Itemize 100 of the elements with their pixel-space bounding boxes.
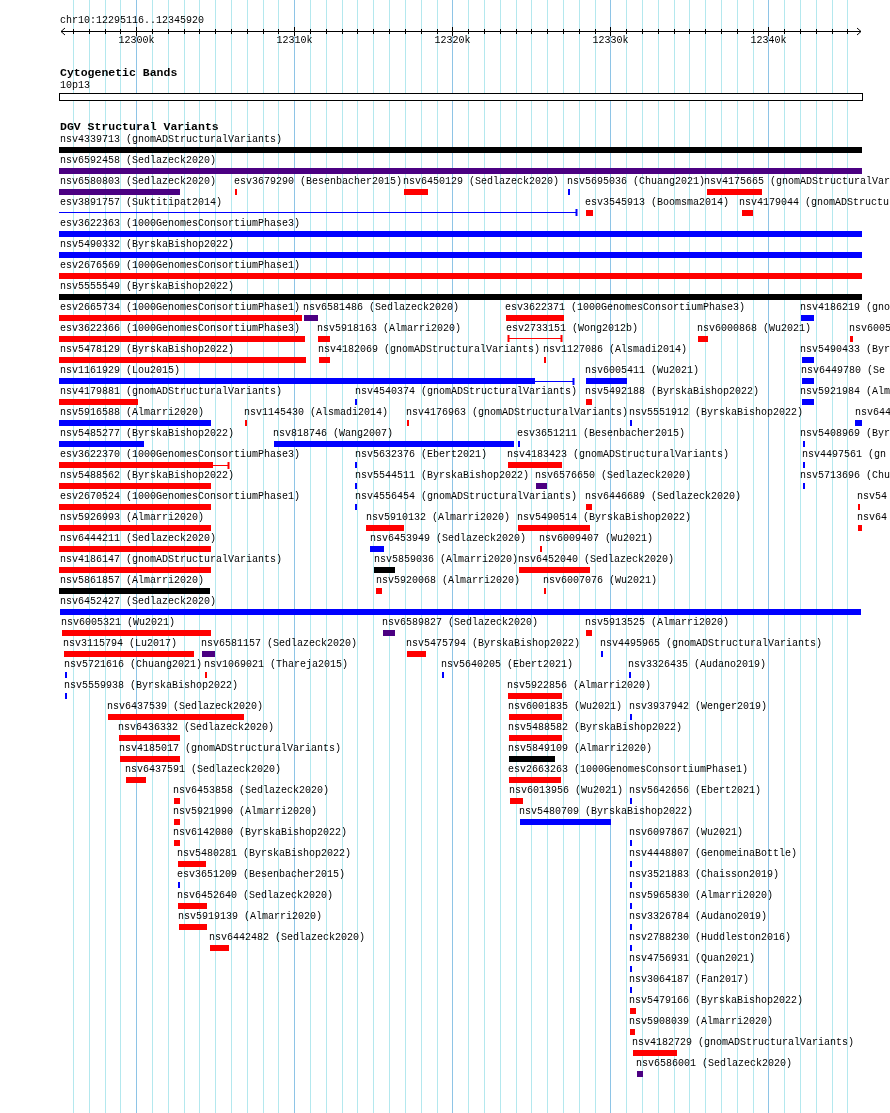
variant-label: nsv6007076 (Wu2021) bbox=[543, 575, 658, 586]
variant-label: nsv6452640 (Sedlazeck2020) bbox=[177, 890, 334, 901]
tick-label: 12320k bbox=[434, 35, 471, 46]
variant-label: nsv5642656 (Ebert2021) bbox=[629, 785, 762, 796]
variant-label: nsv5713696 (Chu bbox=[800, 470, 890, 481]
variant-label: nsv5921990 (Almarri2020) bbox=[173, 806, 318, 817]
variant-label: nsv6009407 (Wu2021) bbox=[539, 533, 654, 544]
variant-label: nsv6450129 (Sedlazeck2020) bbox=[403, 176, 560, 187]
variant-label: esv2663263 (1000GenomesConsortiumPhase1) bbox=[508, 764, 749, 775]
variant-label: nsv3521883 (Chaisson2019) bbox=[629, 869, 780, 880]
variant-label: nsv5849109 (Almarri2020) bbox=[508, 743, 653, 754]
variant-label: esv3679290 (Besenbacher2015) bbox=[234, 176, 403, 187]
variant-label: nsv5478129 (ByrskaBishop2022) bbox=[60, 344, 235, 355]
variant-label: nsv6437539 (Sedlazeck2020) bbox=[107, 701, 264, 712]
variant-label: esv3545913 (Boomsma2014) bbox=[585, 197, 730, 208]
variant-label: nsv4185017 (gnomADStructuralVariants) bbox=[119, 743, 342, 754]
variant-label: nsv5490332 (ByrskaBishop2022) bbox=[60, 239, 235, 250]
variant-label: esv2733151 (Wong2012b) bbox=[506, 323, 639, 334]
variant-label: nsv6589827 (Sedlazeck2020) bbox=[382, 617, 539, 628]
variant-label: nsv3937942 (Wenger2019) bbox=[629, 701, 768, 712]
variant-label: nsv3064187 (Fan2017) bbox=[629, 974, 750, 985]
variant-label: nsv5859036 (Almarri2020) bbox=[374, 554, 519, 565]
variant-label: nsv6576650 (Sedlazeck2020) bbox=[535, 470, 692, 481]
variant-label: nsv6436332 (Sedlazeck2020) bbox=[118, 722, 275, 733]
variant-label: nsv4176963 (gnomADStructuralVariants) bbox=[406, 407, 629, 418]
variant-label: esv3651211 (Besenbacher2015) bbox=[517, 428, 686, 439]
variant-label: nsv6581157 (Sedlazeck2020) bbox=[201, 638, 358, 649]
variant-label: nsv5632376 (Ebert2021) bbox=[355, 449, 488, 460]
variant-label: nsv6446689 (Sedlazeck2020) bbox=[585, 491, 742, 502]
variant-label: nsv5480709 (ByrskaBishop2022) bbox=[519, 806, 694, 817]
variant-label: esv2665734 (1000GenomesConsortiumPhase1) bbox=[60, 302, 301, 313]
variant-label: esv3622370 (1000GenomesConsortiumPhase3) bbox=[60, 449, 301, 460]
variant-label: nsv6586001 (Sedlazeck2020) bbox=[636, 1058, 793, 1069]
variant-label: nsv6452427 (Sedlazeck2020) bbox=[60, 596, 217, 607]
variant-label: nsv5861857 (Almarri2020) bbox=[60, 575, 205, 586]
variant-label: nsv4339713 (gnomADStructuralVariants) bbox=[60, 134, 283, 145]
variant-label: nsv6000868 (Wu2021) bbox=[697, 323, 812, 334]
variant-label: nsv4495965 (gnomADStructuralVariants) bbox=[600, 638, 823, 649]
variant-label: nsv5408969 (Byr bbox=[800, 428, 890, 439]
variant-label: nsv5922856 (Almarri2020) bbox=[507, 680, 652, 691]
variant-label: nsv54 bbox=[857, 491, 887, 502]
tick-label: 12310k bbox=[276, 35, 313, 46]
variant-label: nsv4756931 (Quan2021) bbox=[629, 953, 756, 964]
track-title: Cytogenetic Bands bbox=[60, 67, 178, 79]
variant-label: esv2670524 (1000GenomesConsortiumPhase1) bbox=[60, 491, 301, 502]
variant-label: nsv1069021 (Thareja2015) bbox=[204, 659, 349, 670]
variant-label: nsv3326435 (Audano2019) bbox=[628, 659, 767, 670]
variant-label: nsv4186219 (gno bbox=[800, 302, 890, 313]
variant-label: nsv4556454 (gnomADStructuralVariants) bbox=[355, 491, 578, 502]
variant-label: nsv5918163 (Almarri2020) bbox=[317, 323, 462, 334]
variant-label: esv3622371 (1000GenomesConsortiumPhase3) bbox=[505, 302, 746, 313]
variant-label: nsv4182729 (gnomADStructuralVariants) bbox=[632, 1037, 855, 1048]
variant-label: nsv5926993 (Almarri2020) bbox=[60, 512, 205, 523]
variant-label: nsv5910132 (Almarri2020) bbox=[366, 512, 511, 523]
variant-label: nsv5908039 (Almarri2020) bbox=[629, 1016, 774, 1027]
variant-label: nsv5965830 (Almarri2020) bbox=[629, 890, 774, 901]
variant-label: nsv4179881 (gnomADStructuralVariants) bbox=[60, 386, 283, 397]
variant-label: nsv6581486 (Sedlazeck2020) bbox=[303, 302, 460, 313]
variant-label: nsv5559938 (ByrskaBishop2022) bbox=[64, 680, 239, 691]
variant-label: nsv4179044 (gnomADStructu bbox=[739, 197, 890, 208]
tick-label: 12300k bbox=[118, 35, 155, 46]
variant-label: nsv4448807 (GenomeinaBottle) bbox=[629, 848, 798, 859]
variant-label: nsv1127086 (Alsmadi2014) bbox=[543, 344, 688, 355]
variant-label: nsv5551912 (ByrskaBishop2022) bbox=[629, 407, 804, 418]
variant-label: esv3891757 (Suktitipat2014) bbox=[60, 197, 223, 208]
variant-label: nsv6452040 (Sedlazeck2020) bbox=[518, 554, 675, 565]
variant-label: nsv6444211 (Sedlazeck2020) bbox=[60, 533, 217, 544]
variant-label: nsv5490514 (ByrskaBishop2022) bbox=[517, 512, 692, 523]
variant-label: nsv4540374 (gnomADStructuralVariants) bbox=[355, 386, 578, 397]
band-label: 10p13 bbox=[60, 80, 90, 91]
variant-label: nsv818746 (Wang2007) bbox=[273, 428, 394, 439]
variant-label: nsv2788230 (Huddleston2016) bbox=[629, 932, 792, 943]
variant-label: nsv4175665 (gnomADStructuralVar bbox=[704, 176, 890, 187]
variant-label: nsv6005 bbox=[849, 323, 890, 334]
variant-label: nsv5695036 (Chuang2021) bbox=[567, 176, 706, 187]
variant-label: nsv1161929 (Lou2015) bbox=[60, 365, 181, 376]
variant-label: nsv5490433 (Byr bbox=[800, 344, 890, 355]
variant-label: nsv4182069 (gnomADStructuralVariants) bbox=[318, 344, 541, 355]
variant-label: nsv4183423 (gnomADStructuralVariants) bbox=[507, 449, 730, 460]
variant-label: esv3651209 (Besenbacher2015) bbox=[177, 869, 346, 880]
variant-label: nsv5721616 (Chuang2021) bbox=[64, 659, 203, 670]
variant-label: nsv6453858 (Sedlazeck2020) bbox=[173, 785, 330, 796]
variant-label: nsv6437591 (Sedlazeck2020) bbox=[125, 764, 282, 775]
variant-label: nsv64 bbox=[857, 512, 887, 523]
variant-label: nsv5913525 (Almarri2020) bbox=[585, 617, 730, 628]
variant-label: esv2676569 (1000GenomesConsortiumPhase1) bbox=[60, 260, 301, 271]
variant-label: nsv5544511 (ByrskaBishop2022) bbox=[355, 470, 530, 481]
tick-label: 12330k bbox=[592, 35, 629, 46]
variant-label: nsv6001835 (Wu2021) bbox=[508, 701, 623, 712]
variant-label: nsv6442482 (Sedlazeck2020) bbox=[209, 932, 366, 943]
variant-label: nsv6005411 (Wu2021) bbox=[585, 365, 700, 376]
variant-label: nsv5488582 (ByrskaBishop2022) bbox=[508, 722, 683, 733]
variant-label: nsv5480281 (ByrskaBishop2022) bbox=[177, 848, 352, 859]
variant-label: nsv5555549 (ByrskaBishop2022) bbox=[60, 281, 235, 292]
variant-label: nsv5485277 (ByrskaBishop2022) bbox=[60, 428, 235, 439]
variant-label: nsv6005321 (Wu2021) bbox=[61, 617, 176, 628]
variant-label: nsv6142080 (ByrskaBishop2022) bbox=[173, 827, 348, 838]
variant-label: nsv6449780 (Se bbox=[801, 365, 885, 376]
variant-label: nsv5640205 (Ebert2021) bbox=[441, 659, 574, 670]
variant-label: nsv1145430 (Alsmadi2014) bbox=[244, 407, 389, 418]
